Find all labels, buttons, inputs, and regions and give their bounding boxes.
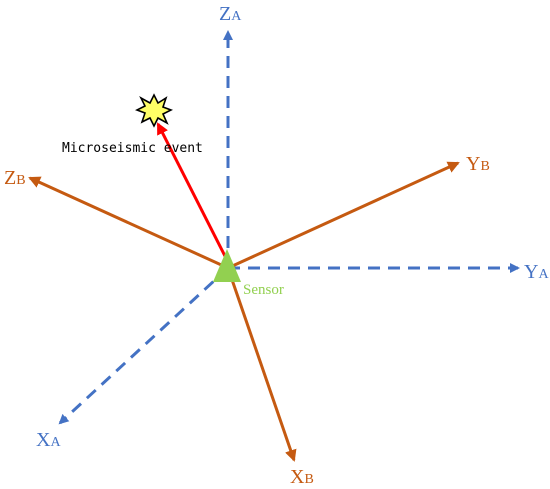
- zb-label: ZB: [4, 167, 26, 189]
- zb-axis: [28, 176, 229, 270]
- xa-label: XA: [36, 429, 61, 451]
- sensor-label: Sensor: [243, 282, 284, 298]
- triangle-icon: [213, 249, 241, 282]
- xb-label: XB: [290, 466, 314, 488]
- xa-axis: [58, 266, 230, 425]
- event-vector: [156, 122, 230, 263]
- xb-axis: [226, 267, 297, 462]
- event-label: Microseismic event: [62, 141, 203, 156]
- yb-label: YB: [466, 153, 490, 175]
- yb-axis: [227, 161, 460, 270]
- ya-label: YA: [524, 261, 549, 283]
- za-label: ZA: [219, 3, 242, 25]
- starburst-icon: [135, 93, 173, 128]
